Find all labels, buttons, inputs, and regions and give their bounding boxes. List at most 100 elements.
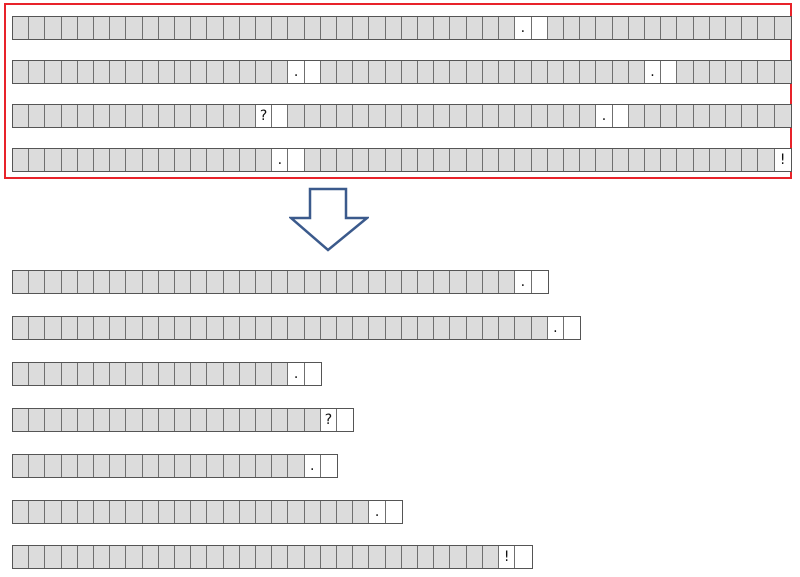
letter-cell (29, 271, 46, 293)
letter-cell (158, 105, 176, 127)
letter-cell (239, 61, 257, 83)
letter-cell (77, 105, 95, 127)
letter-cell (223, 455, 240, 477)
letter-cell (13, 363, 30, 385)
space-cell (272, 105, 289, 127)
letter-cell (272, 501, 289, 523)
letter-cell (110, 17, 127, 39)
letter-cell (158, 149, 176, 171)
letter-cell (207, 271, 224, 293)
letter-cell (61, 61, 78, 83)
letter-cell (320, 17, 338, 39)
letter-cell (580, 17, 597, 39)
letter-cell (158, 363, 176, 385)
letter-cell (29, 409, 46, 431)
letter-cell (337, 105, 354, 127)
letter-cell (239, 271, 257, 293)
letter-cell (13, 501, 30, 523)
letter-cell (175, 546, 192, 568)
punctuation-cell: . (369, 501, 386, 523)
space-cell (337, 409, 354, 431)
letter-cell (677, 149, 694, 171)
down-arrow-icon (289, 187, 369, 252)
letter-cell (13, 455, 30, 477)
letter-cell (256, 61, 273, 83)
letter-cell (94, 363, 111, 385)
letter-cell (272, 546, 289, 568)
letter-cell (320, 546, 338, 568)
letter-cell (661, 105, 678, 127)
letter-cell (207, 409, 224, 431)
letter-cell (385, 271, 402, 293)
letter-cell (126, 149, 143, 171)
letter-cell (434, 17, 451, 39)
letter-cell (77, 271, 95, 293)
letter-cell (126, 363, 143, 385)
letter-cell (385, 317, 402, 339)
letter-cell (94, 149, 111, 171)
letter-cell (693, 105, 710, 127)
letter-cell (693, 17, 710, 39)
letter-cell (158, 409, 176, 431)
letter-cell (434, 271, 451, 293)
letter-cell (126, 546, 143, 568)
letter-cell (288, 317, 305, 339)
letter-cell (531, 105, 548, 127)
letter-cell (175, 317, 192, 339)
letter-cell (369, 149, 386, 171)
letter-cell (499, 61, 516, 83)
letter-cell (29, 17, 46, 39)
letter-cell (77, 363, 95, 385)
letter-cell (239, 17, 257, 39)
down-arrow-shape (289, 187, 369, 252)
letter-cell (612, 149, 629, 171)
letter-cell (418, 546, 435, 568)
letter-cell (175, 409, 192, 431)
letter-cell (304, 501, 321, 523)
letter-cell (29, 149, 46, 171)
letter-cell (337, 61, 354, 83)
text-row: .. (12, 60, 792, 84)
letter-cell (482, 317, 500, 339)
letter-cell (628, 61, 645, 83)
letter-cell (29, 546, 46, 568)
letter-cell (126, 501, 143, 523)
letter-cell (61, 501, 78, 523)
letter-cell (320, 271, 338, 293)
letter-cell (175, 105, 192, 127)
letter-cell (126, 17, 143, 39)
letter-cell (256, 149, 273, 171)
letter-cell (547, 17, 564, 39)
letter-cell (142, 17, 159, 39)
letter-cell (547, 105, 564, 127)
letter-cell (94, 17, 111, 39)
letter-cell (29, 501, 46, 523)
letter-cell (337, 317, 354, 339)
letter-cell (94, 455, 111, 477)
punctuation-cell: . (596, 105, 613, 127)
sentence-row: ? (12, 408, 355, 432)
letter-cell (61, 317, 78, 339)
letter-cell (110, 455, 127, 477)
letter-cell (499, 105, 516, 127)
letter-cell (61, 271, 78, 293)
letter-cell (499, 149, 516, 171)
letter-cell (61, 149, 78, 171)
letter-cell (45, 501, 62, 523)
letter-cell (320, 501, 338, 523)
letter-cell (126, 105, 143, 127)
letter-cell (677, 105, 694, 127)
letter-cell (401, 17, 419, 39)
letter-cell (223, 61, 240, 83)
letter-cell (77, 455, 95, 477)
letter-cell (547, 61, 564, 83)
letter-cell (709, 61, 726, 83)
space-cell (320, 455, 338, 477)
letter-cell (29, 455, 46, 477)
punctuation-cell: . (547, 317, 564, 339)
letter-cell (693, 61, 710, 83)
letter-cell (337, 17, 354, 39)
letter-cell (223, 149, 240, 171)
letter-cell (482, 271, 500, 293)
letter-cell (304, 105, 321, 127)
